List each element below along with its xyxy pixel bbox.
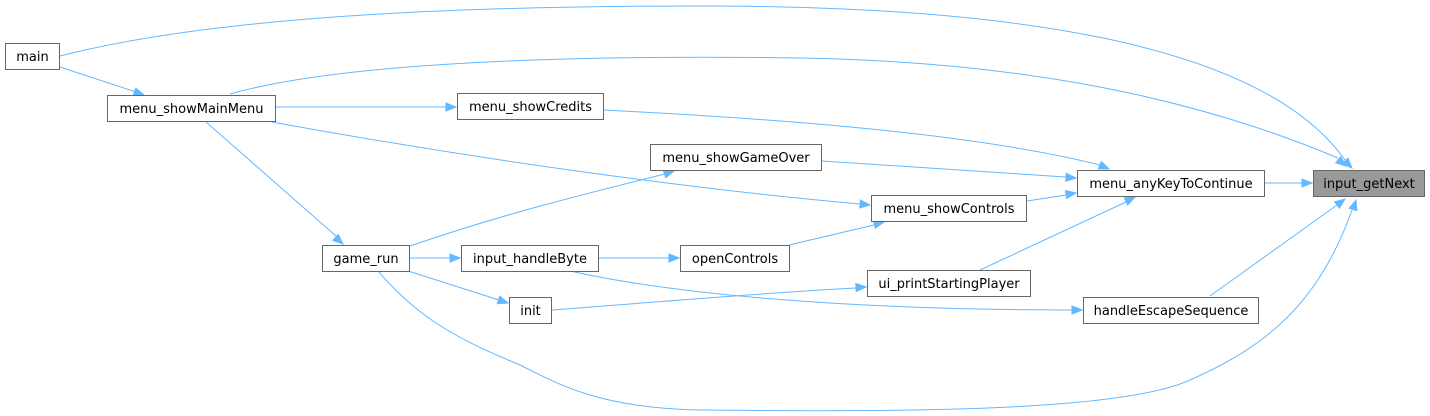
node-ui_printStartingPlayer[interactable]: ui_printStartingPlayer <box>867 270 1031 297</box>
edge-openControls-to-menu_showControls <box>788 219 886 246</box>
arrowhead <box>1301 178 1314 188</box>
edge-game_run-to-input_getNext <box>377 198 1358 412</box>
node-box <box>457 93 604 120</box>
edge-line <box>59 5 1346 161</box>
arrowhead <box>1065 172 1078 183</box>
edge-menu_showMainMenu-to-menu_showCredits <box>276 102 458 112</box>
node-menu_showCredits[interactable]: menu_showCredits <box>457 93 604 120</box>
edges-layer <box>59 5 1358 412</box>
node-box <box>680 245 790 272</box>
node-menu_showGameOver[interactable]: menu_showGameOver <box>650 144 822 171</box>
node-label: menu_showMainMenu <box>120 102 264 117</box>
arrowhead <box>1071 305 1084 315</box>
edge-line <box>409 173 666 247</box>
arrowhead <box>449 253 462 263</box>
edge-line <box>788 224 875 246</box>
node-input_handleByte[interactable]: input_handleByte <box>461 245 599 272</box>
edge-menu_showMainMenu-to-menu_showControls <box>271 121 872 209</box>
edge-input_handleByte-to-openControls <box>599 253 681 263</box>
node-label: main <box>16 50 48 65</box>
node-label: ui_printStartingPlayer <box>878 277 1020 292</box>
node-label: menu_showCredits <box>469 100 592 115</box>
arrowhead <box>1064 189 1078 200</box>
node-box <box>1077 170 1265 197</box>
edge-game_run-to-init <box>404 269 510 305</box>
arrowhead <box>859 199 872 209</box>
node-menu_anyKeyToContinue[interactable]: menu_anyKeyToContinue <box>1077 170 1265 197</box>
arrowhead <box>1123 196 1137 206</box>
edge-game_run-to-input_handleByte <box>410 253 462 263</box>
node-openControls[interactable]: openControls <box>680 245 790 272</box>
node-label: input_getNext <box>1323 177 1415 192</box>
node-box <box>322 245 410 272</box>
arrowhead <box>1348 198 1358 212</box>
edge-line <box>569 270 1073 311</box>
arrowhead <box>331 233 345 245</box>
arrowhead <box>132 87 146 97</box>
arrowhead <box>445 102 458 112</box>
edge-line <box>205 121 337 237</box>
node-label: init <box>520 304 541 319</box>
edge-menu_showCredits-to-menu_anyKeyToContinue <box>603 109 1111 170</box>
node-box <box>650 144 822 171</box>
node-menu_showMainMenu[interactable]: menu_showMainMenu <box>107 95 276 122</box>
node-label: menu_showControls <box>883 202 1014 217</box>
node-label: menu_anyKeyToContinue <box>1089 177 1252 192</box>
arrowhead <box>1333 198 1347 210</box>
arrowhead <box>662 169 676 179</box>
node-box <box>1313 170 1425 197</box>
edge-init-to-ui_printStartingPlayer <box>551 282 868 311</box>
edge-main-to-input_getNext <box>59 5 1353 169</box>
edge-line <box>979 201 1127 271</box>
edge-handleEscapeSequence-to-input_getNext <box>1209 198 1347 297</box>
edge-menu_showMainMenu-to-input_getNext <box>229 56 1348 167</box>
node-label: menu_showGameOver <box>662 151 810 166</box>
edge-game_run-to-menu_showGameOver <box>409 169 676 247</box>
edge-line <box>603 109 1101 166</box>
edge-line <box>271 121 861 205</box>
node-box <box>1083 297 1259 324</box>
node-label: game_run <box>333 252 398 267</box>
edge-line <box>821 160 1067 178</box>
arrowhead <box>1341 157 1353 169</box>
edge-line <box>551 287 857 311</box>
edge-line <box>377 209 1353 412</box>
node-game_run[interactable]: game_run <box>322 245 410 272</box>
node-box <box>5 43 60 70</box>
edge-menu_showGameOver-to-menu_anyKeyToContinue <box>821 160 1078 183</box>
node-label: openControls <box>692 252 778 267</box>
node-menu_showControls[interactable]: menu_showControls <box>871 195 1027 222</box>
node-label: handleEscapeSequence <box>1094 304 1249 319</box>
node-label: input_handleByte <box>473 252 587 267</box>
edge-ui_printStartingPlayer-to-menu_anyKeyToContinue <box>979 196 1137 271</box>
nodes-layer: input_getNext main menu_showMainMenu menu_s… <box>5 43 1425 324</box>
arrowhead <box>1334 155 1348 167</box>
edge-input_handleByte-to-handleEscapeSequence <box>569 270 1084 315</box>
node-input_getNext[interactable]: input_getNext <box>1313 170 1425 197</box>
node-box <box>867 270 1031 297</box>
arrowhead <box>855 282 868 293</box>
node-init[interactable]: init <box>509 297 552 324</box>
edge-menu_showMainMenu-to-game_run <box>205 121 345 245</box>
node-box <box>871 195 1027 222</box>
edge-line <box>1209 204 1338 297</box>
edge-line <box>404 269 500 301</box>
node-handleEscapeSequence[interactable]: handleEscapeSequence <box>1083 297 1259 324</box>
edge-menu_anyKeyToContinue-to-input_getNext <box>1265 178 1314 188</box>
arrowhead <box>496 295 510 305</box>
edge-main-to-menu_showMainMenu <box>59 66 146 97</box>
edge-menu_showControls-to-menu_anyKeyToContinue <box>1026 189 1078 202</box>
node-box <box>107 95 276 122</box>
arrowhead <box>1097 160 1111 170</box>
arrowhead <box>668 253 681 263</box>
edge-line <box>1026 194 1067 202</box>
node-main[interactable]: main <box>5 43 60 70</box>
node-box <box>461 245 599 272</box>
edge-line <box>229 56 1339 159</box>
node-box <box>509 297 552 324</box>
edge-line <box>59 66 137 93</box>
